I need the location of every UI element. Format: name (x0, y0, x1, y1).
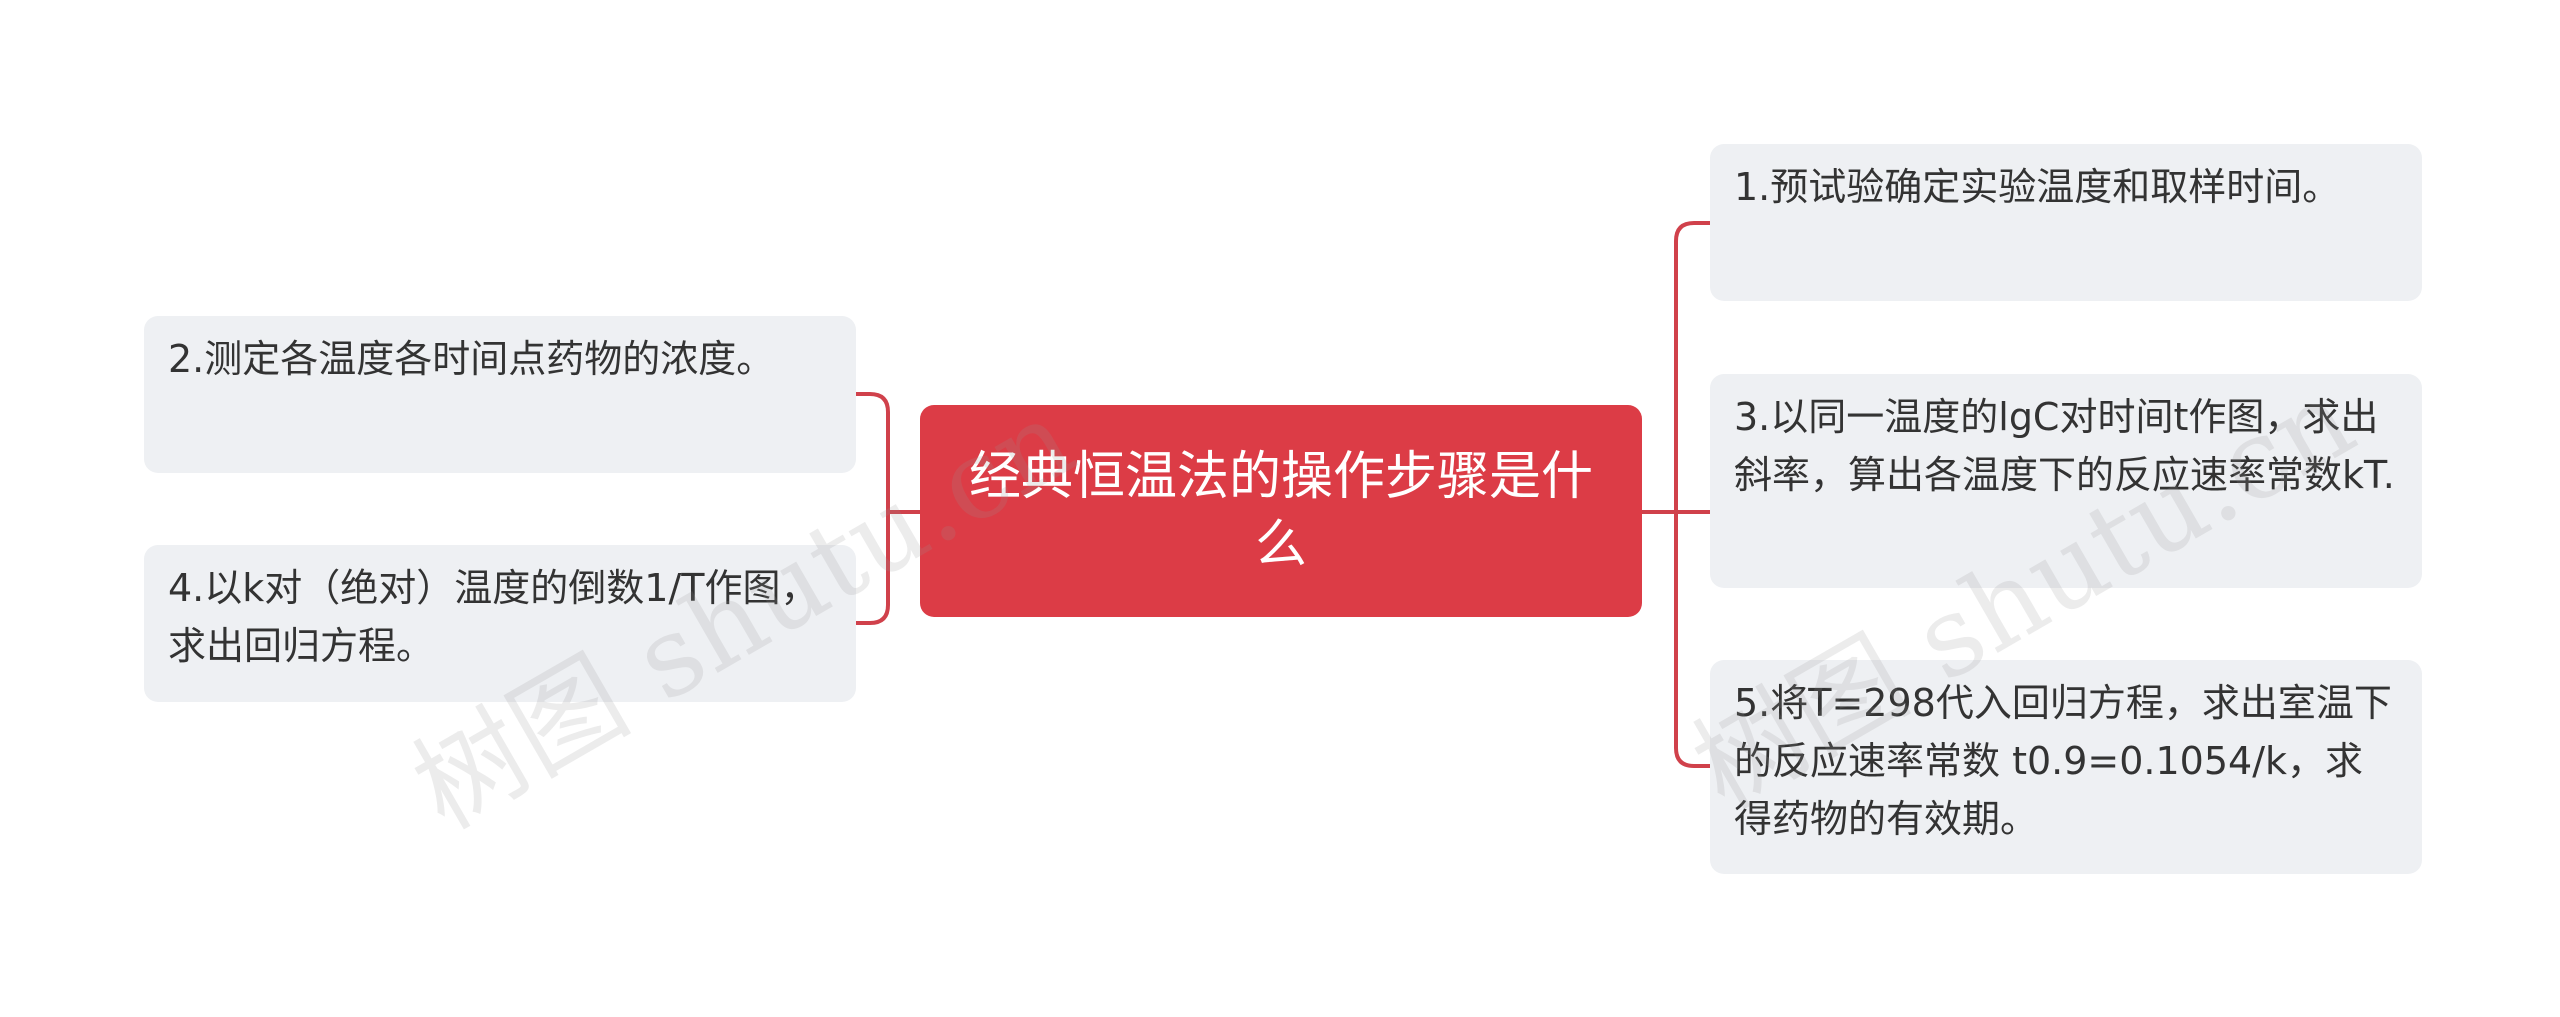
connector-left-trunk-low (856, 512, 890, 625)
node-text: 5.将T=298代入回归方程，求出室温下的反应速率常数 t0.9=0.1054/… (1734, 681, 2392, 841)
node-text: 4.以k对（绝对）温度的倒数1/T作图，求出回归方程。 (168, 566, 819, 668)
node-text: 1.预试验确定实验温度和取样时间。 (1734, 165, 2341, 209)
central-topic-title: 经典恒温法的操作步骤是什么 (968, 447, 1593, 575)
right-node-1[interactable]: 1.预试验确定实验温度和取样时间。 (1710, 144, 2422, 301)
connector-right-top (1674, 221, 1710, 512)
node-text: 2.测定各温度各时间点药物的浓度。 (168, 337, 775, 381)
left-node-2[interactable]: 2.测定各温度各时间点药物的浓度。 (144, 316, 856, 473)
connector-left-trunk (856, 392, 890, 512)
left-node-4[interactable]: 4.以k对（绝对）温度的倒数1/T作图，求出回归方程。 (144, 545, 856, 702)
right-node-5[interactable]: 5.将T=298代入回归方程，求出室温下的反应速率常数 t0.9=0.1054/… (1710, 660, 2422, 874)
connector-right-bottom (1674, 512, 1710, 768)
node-text: 3.以同一温度的lgC对时间t作图，求出斜率，算出各温度下的反应速率常数kT. (1734, 395, 2395, 497)
right-node-3[interactable]: 3.以同一温度的lgC对时间t作图，求出斜率，算出各温度下的反应速率常数kT. (1710, 374, 2422, 588)
central-topic[interactable]: 经典恒温法的操作步骤是什么 (920, 405, 1642, 617)
